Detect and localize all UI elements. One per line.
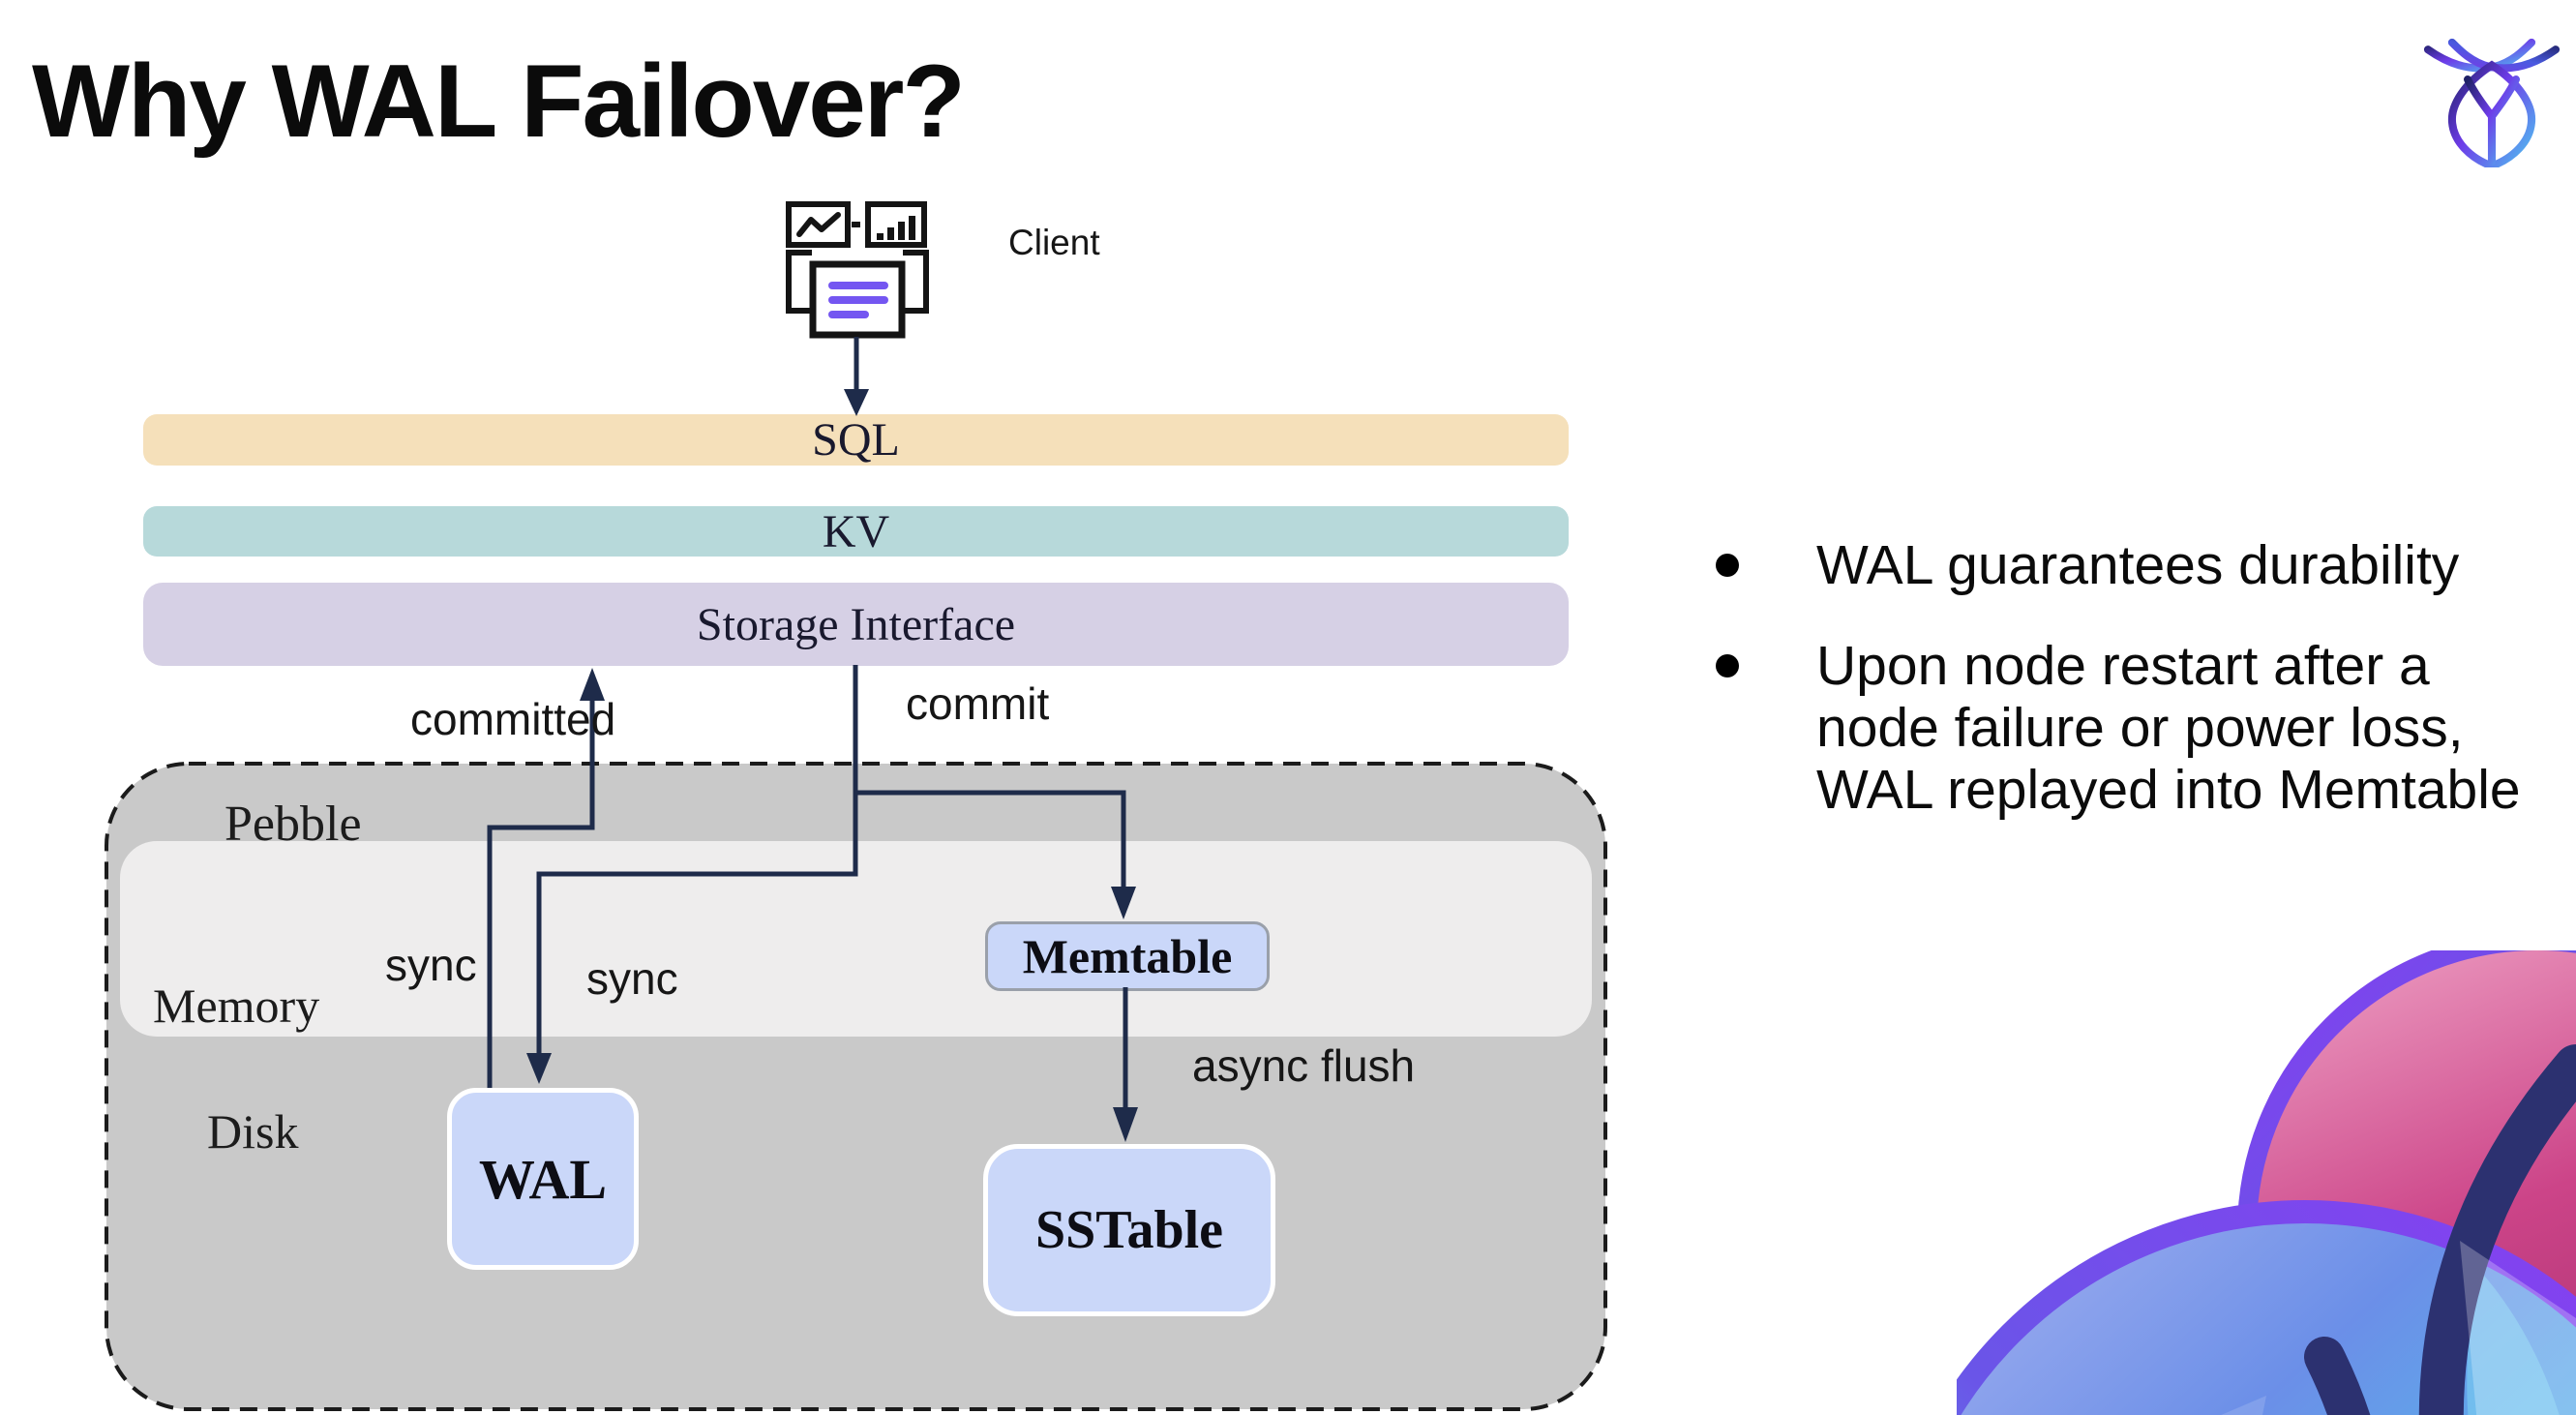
bullet-list: WAL guarantees durability Upon node rest… [1688,534,2559,821]
list-item: WAL guarantees durability [1688,534,2559,596]
memtable-label: Memtable [1022,929,1233,983]
layer-kv-label: KV [822,505,890,557]
sync-right-edge-label: sync [586,953,678,1004]
sstable-label: SSTable [1034,1200,1224,1260]
bullet-dot [1716,554,1739,577]
list-item: Upon node restart after a node failure o… [1688,635,2559,821]
layer-sql-label: SQL [812,414,900,466]
layer-storage-interface: Storage Interface [143,583,1569,666]
sstable-node: SSTable [983,1144,1275,1316]
memory-region [120,841,1592,1037]
wal-node: WAL [447,1088,639,1270]
decorative-corner-art [1957,950,2576,1415]
layer-kv: KV [143,506,1569,557]
sync-left-edge-label: sync [385,940,477,990]
layer-storage-label: Storage Interface [696,598,1016,650]
bullet-text: Upon node restart after a node failure o… [1816,635,2521,821]
pebble-label: Pebble [225,797,362,852]
disk-label: Disk [207,1104,299,1159]
memtable-node: Memtable [985,921,1270,991]
bullet-text: WAL guarantees durability [1816,534,2460,596]
async-flush-edge-label: async flush [1192,1040,1416,1091]
client-label: Client [1008,223,1100,262]
layer-sql: SQL [143,414,1569,466]
wal-label: WAL [478,1147,608,1211]
committed-edge-label: committed [410,694,616,744]
page-title: Why WAL Failover? [32,43,966,159]
memory-label: Memory [153,978,320,1033]
bullet-dot [1716,654,1739,677]
commit-edge-label: commit [906,678,1050,729]
cockroachdb-logo-icon [2423,38,2561,167]
client-dashboard-icon [786,201,929,339]
